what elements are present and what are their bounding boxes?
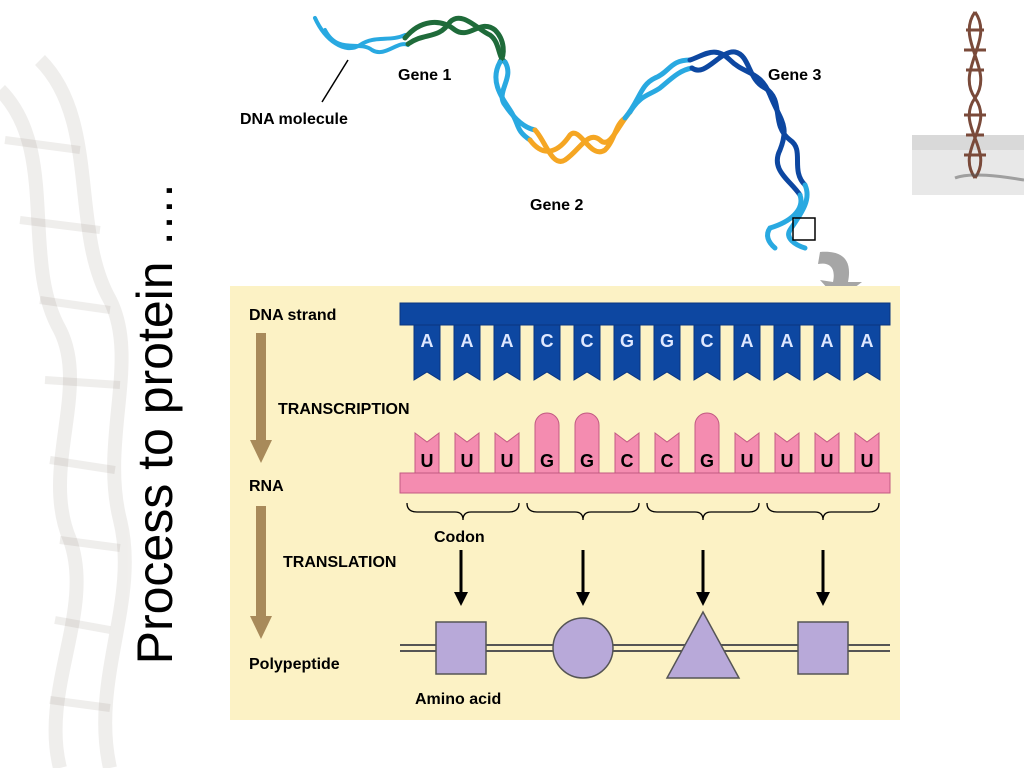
rna-base-10: U	[774, 432, 800, 474]
rna-base-3: U	[494, 432, 520, 474]
dna-base-letter: A	[461, 331, 474, 351]
codon-label: Codon	[434, 529, 485, 546]
rna-base-letter: C	[621, 451, 634, 471]
dna-base-letter: C	[541, 331, 554, 351]
dna-base-letter: G	[620, 331, 634, 351]
amino-acid-triangle-3	[665, 610, 741, 679]
translation-arrow	[250, 506, 272, 639]
rna-base-12: U	[854, 432, 880, 474]
rna-base-letter: U	[741, 451, 754, 471]
amino-acid-square-1	[435, 621, 487, 675]
dna-base-7: G	[653, 324, 681, 381]
rna-base-11: U	[814, 432, 840, 474]
transcription-label: TRANSCRIPTION	[278, 401, 410, 418]
rna-base-letter: U	[821, 451, 834, 471]
dna-base-letter: C	[701, 331, 714, 351]
amino-acids	[435, 610, 849, 679]
dna-base-6: G	[613, 324, 641, 381]
rna-base-letter: C	[661, 451, 674, 471]
dna-molecule-label: DNA molecule	[240, 111, 348, 128]
zoom-region-box	[792, 217, 816, 241]
translation-label: TRANSLATION	[283, 554, 396, 571]
dna-base-3: A	[493, 324, 521, 381]
dna-strand-label: DNA strand	[249, 307, 336, 324]
dna-molecule-pointer-line	[321, 59, 349, 103]
rna-base-6: C	[614, 432, 640, 474]
faded-dna-rungs-left	[4, 136, 121, 712]
codon-brace-2	[526, 502, 640, 521]
dna-base-2: A	[453, 324, 481, 381]
dna-base-12: A	[853, 324, 881, 381]
rna-base-8: G	[694, 412, 720, 474]
dna-base-letter: C	[581, 331, 594, 351]
faded-dna-helix-left	[0, 55, 132, 768]
gene3-label: Gene 3	[768, 67, 821, 84]
amino-acid-square-4	[797, 621, 849, 675]
rna-base-letter: U	[781, 451, 794, 471]
rna-base-letter: G	[540, 451, 554, 471]
rna-base-1: U	[414, 432, 440, 474]
gene1-label: Gene 1	[398, 67, 451, 84]
dna-base-letter: A	[821, 331, 834, 351]
rna-base-letter: U	[861, 451, 874, 471]
rna-backbone	[399, 472, 891, 494]
dna-strand-backbone	[399, 302, 891, 326]
rna-base-5: G	[574, 412, 600, 474]
rna-base-letter: U	[421, 451, 434, 471]
rna-base-7: C	[654, 432, 680, 474]
polypeptide-label: Polypeptide	[249, 656, 340, 673]
dna-base-letter: G	[660, 331, 674, 351]
dna-base-4: C	[533, 324, 561, 381]
amino-acid-circle-2	[552, 617, 614, 679]
dna-base-10: A	[773, 324, 801, 381]
dna-base-letter: A	[741, 331, 754, 351]
codon-brace-4	[766, 502, 880, 521]
dna-base-1: A	[413, 324, 441, 381]
rna-base-letter: U	[461, 451, 474, 471]
dna-molecule-helix	[313, 15, 810, 251]
dna-base-letter: A	[781, 331, 794, 351]
dna-base-11: A	[813, 324, 841, 381]
dna-base-letter: A	[861, 331, 874, 351]
dna-base-letter: A	[421, 331, 434, 351]
transcription-arrow	[250, 333, 272, 463]
rna-label: RNA	[249, 478, 284, 495]
codon-arrows	[454, 550, 830, 606]
rna-base-letter: G	[580, 451, 594, 471]
dna-base-8: C	[693, 324, 721, 381]
dna-base-5: C	[573, 324, 601, 381]
codon-brace-3	[646, 502, 760, 521]
rna-base-letter: G	[700, 451, 714, 471]
rna-base-4: G	[534, 412, 560, 474]
amino-acid-label: Amino acid	[415, 691, 501, 708]
helix-gene1	[402, 20, 506, 65]
rna-base-9: U	[734, 432, 760, 474]
rna-base-letter: U	[501, 451, 514, 471]
small-dna-helix-icon	[964, 11, 986, 179]
dna-base-letter: A	[501, 331, 514, 351]
codon-brace-1	[406, 502, 520, 521]
codon-braces	[406, 502, 880, 521]
dna-base-9: A	[733, 324, 761, 381]
rna-base-2: U	[454, 432, 480, 474]
gene2-label: Gene 2	[530, 197, 583, 214]
